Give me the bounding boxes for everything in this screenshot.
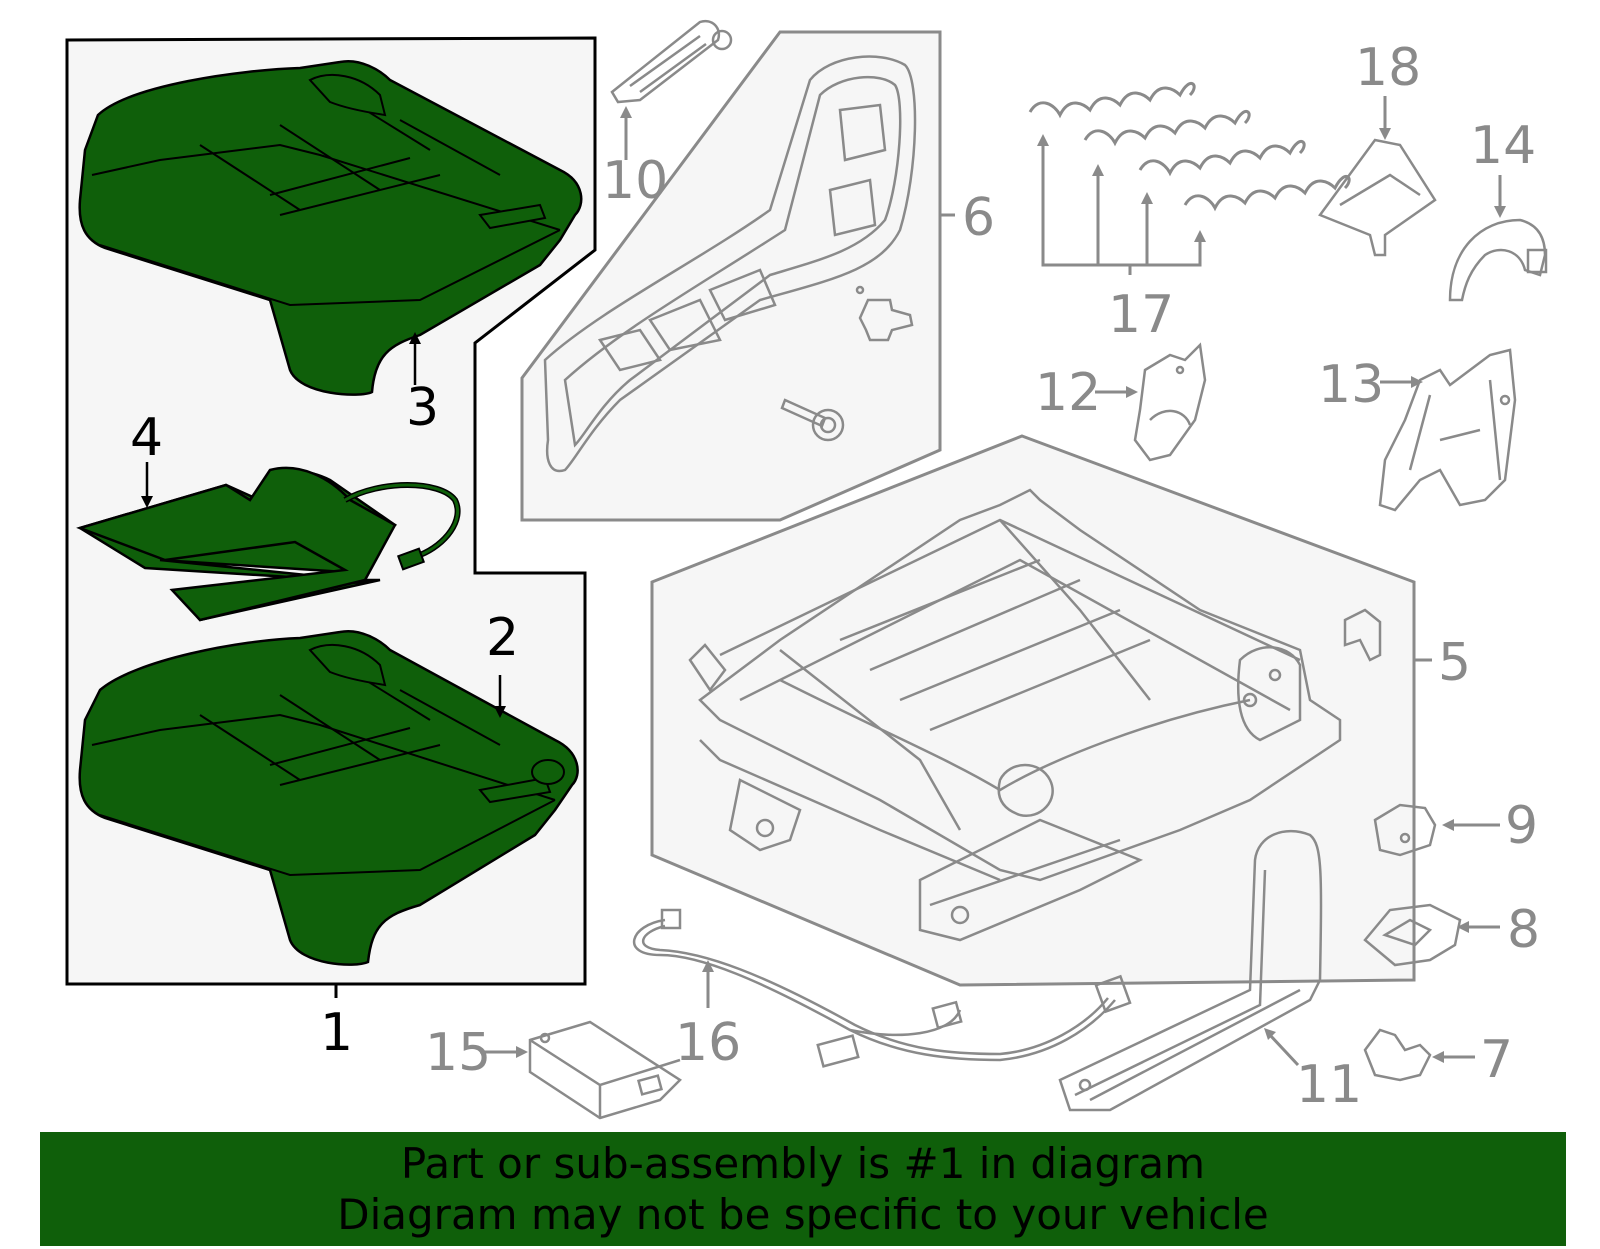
callout-9: 9 bbox=[1505, 796, 1538, 856]
arrow-7 bbox=[1432, 1051, 1444, 1063]
arrow-15 bbox=[516, 1046, 528, 1058]
part-14-clip[interactable] bbox=[1448, 218, 1548, 302]
arrow-16 bbox=[702, 960, 714, 972]
arrow-2 bbox=[494, 706, 506, 718]
leader-17 bbox=[1041, 142, 1202, 275]
arrow-3 bbox=[409, 332, 421, 344]
part-17-springs[interactable] bbox=[1028, 82, 1351, 212]
callout-1: 1 bbox=[320, 1003, 353, 1063]
part-6-group-box bbox=[520, 30, 942, 522]
part-5-group-box bbox=[650, 434, 1416, 987]
callout-4: 4 bbox=[130, 408, 163, 468]
callout-16: 16 bbox=[675, 1013, 741, 1073]
part-11-side-trim[interactable] bbox=[1058, 829, 1323, 1112]
callout-15: 15 bbox=[425, 1023, 491, 1083]
info-banner: Part or sub-assembly is #1 in diagram Di… bbox=[40, 1132, 1566, 1246]
callout-2: 2 bbox=[486, 608, 519, 668]
callout-8: 8 bbox=[1507, 900, 1540, 960]
callout-18: 18 bbox=[1355, 38, 1421, 98]
arrow-17c bbox=[1141, 192, 1153, 204]
arrow-4 bbox=[141, 496, 153, 508]
arrow-9 bbox=[1442, 819, 1454, 831]
arrow-13 bbox=[1411, 376, 1423, 388]
screw-bolt[interactable] bbox=[780, 398, 845, 442]
part-12-cover[interactable] bbox=[1133, 342, 1207, 462]
arrow-12 bbox=[1126, 386, 1138, 398]
clip-fastener[interactable] bbox=[858, 298, 914, 342]
arrow-11 bbox=[1264, 1028, 1276, 1040]
part-13-side-bracket[interactable] bbox=[1378, 348, 1517, 512]
callout-17: 17 bbox=[1108, 285, 1174, 345]
callout-10: 10 bbox=[602, 151, 668, 211]
part-5-small-clip[interactable] bbox=[1343, 608, 1382, 662]
part-10-trim-cover[interactable] bbox=[610, 19, 733, 104]
callout-11: 11 bbox=[1296, 1055, 1362, 1115]
arrow-17d bbox=[1194, 230, 1206, 242]
part-8-cover[interactable] bbox=[1363, 903, 1462, 967]
part-6-seat-back-side-frame[interactable] bbox=[543, 55, 917, 473]
part-3-seat-cushion-pad[interactable] bbox=[78, 59, 583, 396]
part-15-control-module[interactable] bbox=[528, 1020, 682, 1120]
callout-6: 6 bbox=[962, 188, 995, 248]
callout-13: 13 bbox=[1318, 355, 1384, 415]
part-2-seat-cushion-cover[interactable] bbox=[78, 629, 579, 966]
leader-11 bbox=[1268, 1033, 1300, 1067]
callout-14: 14 bbox=[1470, 116, 1536, 176]
part-7-stopper[interactable] bbox=[1363, 1028, 1432, 1082]
arrow-10 bbox=[620, 106, 632, 118]
callout-5: 5 bbox=[1438, 633, 1471, 693]
arrow-17a bbox=[1037, 134, 1049, 146]
callout-7: 7 bbox=[1480, 1030, 1513, 1090]
banner-line-1: Part or sub-assembly is #1 in diagram bbox=[400, 1139, 1206, 1188]
part-5-seat-track-frame[interactable] bbox=[688, 488, 1342, 942]
callout-12: 12 bbox=[1035, 363, 1101, 423]
banner-line-2: Diagram may not be specific to your vehi… bbox=[337, 1190, 1269, 1239]
callout-3: 3 bbox=[406, 378, 439, 438]
arrow-17b bbox=[1092, 164, 1104, 176]
part-9-cap[interactable] bbox=[1373, 803, 1437, 857]
part-16-wiring-harness[interactable] bbox=[632, 908, 1132, 1068]
arrow-14 bbox=[1494, 206, 1506, 218]
part-18-bracket[interactable] bbox=[1318, 138, 1437, 257]
arrow-8 bbox=[1457, 921, 1469, 933]
arrow-18 bbox=[1379, 128, 1391, 140]
part-4-heater-pad[interactable] bbox=[76, 466, 461, 622]
